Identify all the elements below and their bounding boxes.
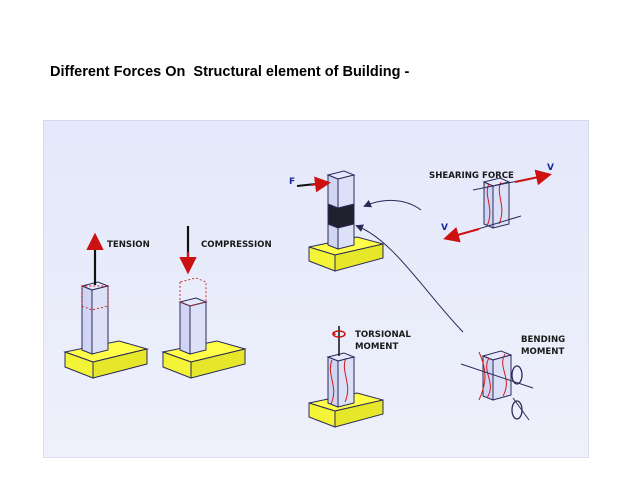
forces-diagram: TENSION COMPRESSION F (43, 120, 589, 458)
tension-column (63, 232, 149, 379)
label-force-f: F (289, 177, 295, 187)
label-tension: TENSION (107, 240, 150, 250)
torsional-column (308, 326, 384, 428)
shear-column (296, 170, 384, 272)
forces-diagram-svg: TENSION COMPRESSION F (43, 120, 589, 458)
label-bending-1: BENDING (521, 335, 565, 345)
label-compression: COMPRESSION (201, 240, 272, 250)
bending-element (460, 350, 534, 421)
label-force-v-top: V (547, 163, 554, 173)
label-bending-2: MOMENT (521, 347, 564, 357)
connector-bending (355, 224, 464, 333)
label-torsional-1: TORSIONAL (355, 330, 411, 340)
label-torsional-2: MOMENT (355, 342, 398, 352)
label-force-v-bottom: V (441, 223, 448, 233)
slide-title: Different Forces On Structural element o… (50, 64, 410, 80)
shearing-element (443, 169, 552, 243)
compression-column (161, 226, 247, 379)
label-shearing-force: SHEARING FORCE (429, 171, 514, 181)
connector-shear (363, 199, 422, 211)
